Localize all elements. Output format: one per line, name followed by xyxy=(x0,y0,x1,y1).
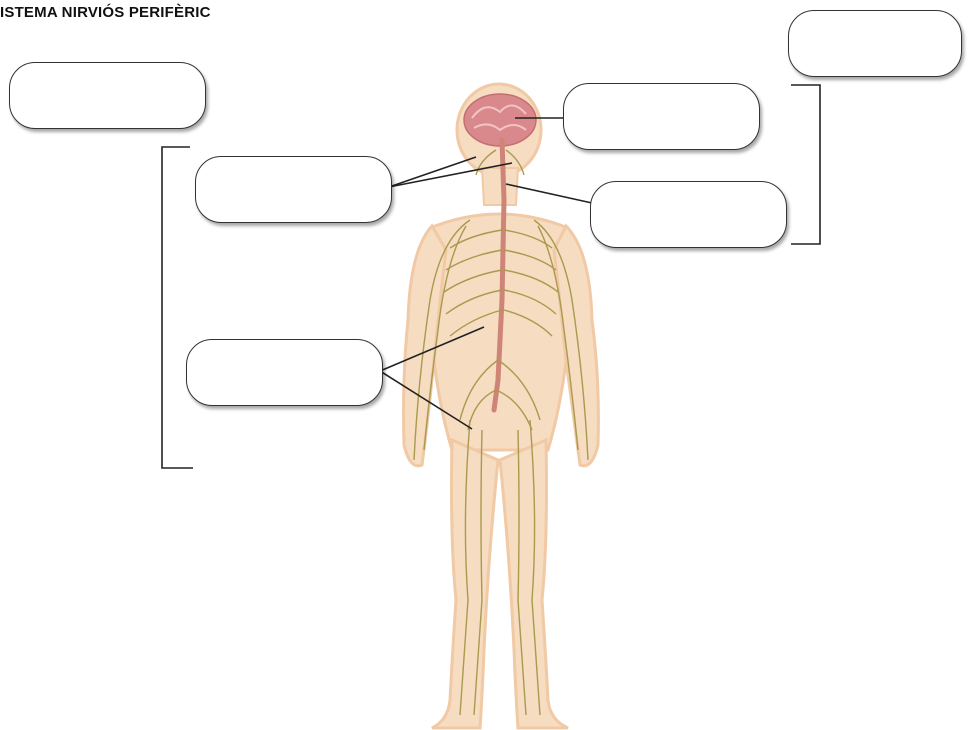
box-left-lower[interactable] xyxy=(186,339,383,406)
box-right-spinal[interactable] xyxy=(590,181,787,248)
brain xyxy=(464,94,536,146)
box-left-upper[interactable] xyxy=(195,156,392,223)
box-right-brain[interactable] xyxy=(563,83,760,150)
box-top-left[interactable] xyxy=(9,62,206,129)
box-right-top[interactable] xyxy=(788,10,962,77)
